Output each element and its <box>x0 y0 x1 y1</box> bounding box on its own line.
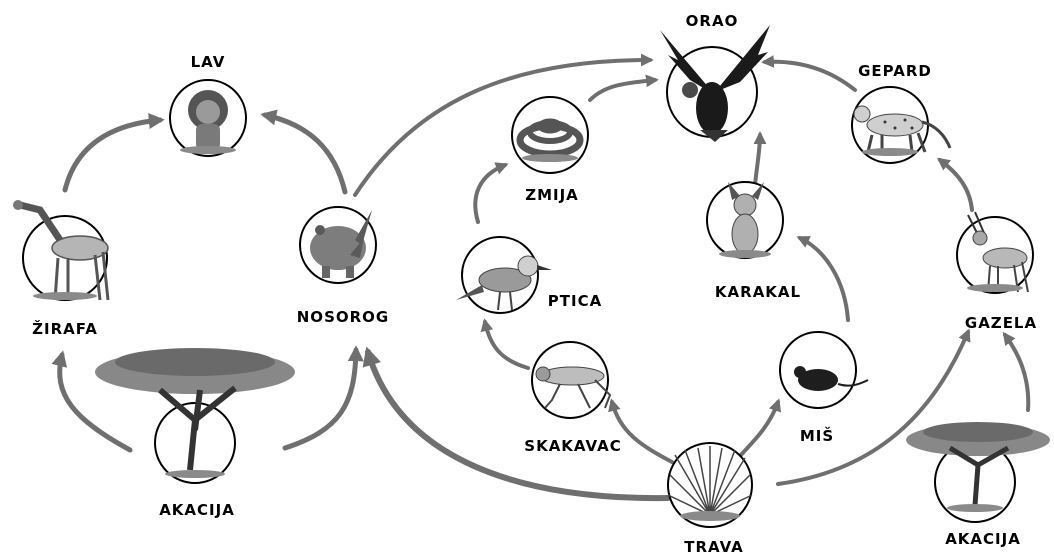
node-orao <box>660 25 770 142</box>
arrow-karakal-to-orao <box>755 135 760 185</box>
arrow-akacija-to-nosorog <box>285 350 356 448</box>
label-akacija-left: AKACIJA <box>159 501 235 519</box>
label-skakavac: SKAKAVAC <box>524 437 621 455</box>
arrow-mis-to-karakal <box>800 238 848 320</box>
label-akacija-right: AKACIJA <box>945 530 1021 548</box>
node-trava <box>668 443 752 527</box>
label-mis: MIŠ <box>800 427 834 445</box>
node-gazela <box>957 212 1033 293</box>
arrow-nosorog-to-lav <box>265 115 345 192</box>
label-trava: TRAVA <box>684 538 744 556</box>
node-karakal <box>707 182 783 258</box>
label-karakal: KARAKAL <box>715 283 801 301</box>
arrow-nosorog-to-orao <box>355 60 650 195</box>
node-zirafa <box>13 200 108 300</box>
label-zirafa: ŽIRAFA <box>32 320 98 338</box>
node-ptica <box>456 237 552 313</box>
label-zmija: ZMIJA <box>525 186 579 204</box>
node-akacija-right <box>906 422 1050 522</box>
node-nosorog <box>300 207 376 283</box>
arrow-gazela-to-gepard <box>940 160 972 210</box>
arrow-akacija-to-gazela <box>1005 335 1028 410</box>
arrow-trava-to-mis <box>738 402 778 458</box>
arrow-gepard-to-orao <box>765 62 855 90</box>
node-mis <box>780 332 868 408</box>
label-gepard: GEPARD <box>858 62 932 80</box>
node-gepard <box>852 87 950 163</box>
node-zmija <box>512 97 588 173</box>
label-nosorog: NOSOROG <box>297 308 389 326</box>
label-ptica: PTICA <box>548 292 602 310</box>
arrow-zmija-to-orao <box>590 80 655 100</box>
label-orao: ORAO <box>686 12 739 30</box>
arrow-ptica-to-zmija <box>475 165 505 222</box>
node-lav <box>170 80 246 156</box>
node-akacija-left <box>95 348 295 483</box>
arrow-skakavac-to-ptica <box>485 322 528 368</box>
arrow-zirafa-to-lav <box>65 120 160 190</box>
label-lav: LAV <box>191 53 226 71</box>
label-gazela: GAZELA <box>965 314 1037 332</box>
node-skakavac <box>532 342 610 418</box>
